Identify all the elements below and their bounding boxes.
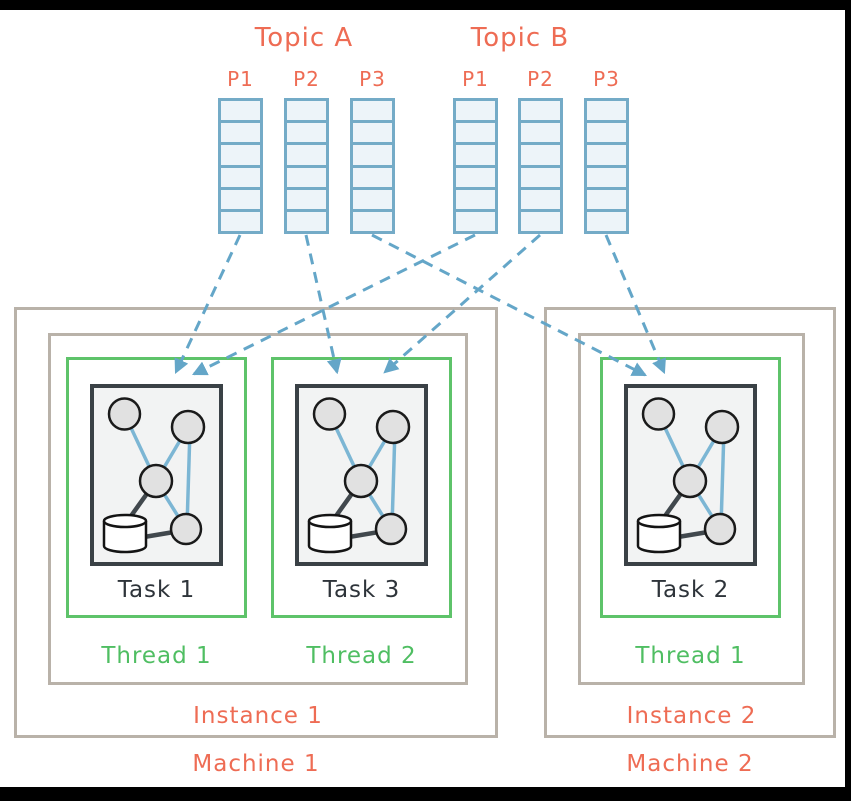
- task-3-label: Task 3: [322, 577, 401, 603]
- partition-cell: [521, 123, 560, 143]
- topic-a-partition-1-queue: [218, 98, 263, 234]
- partition-cell: [287, 145, 326, 165]
- partition-cell: [221, 145, 260, 165]
- machine-2-label: Machine 2: [626, 751, 754, 777]
- partition-cell: [587, 167, 626, 187]
- topic-a-title: Topic A: [254, 23, 354, 53]
- partition-cell: [521, 145, 560, 165]
- partition-cell: [287, 101, 326, 121]
- instance-2-box: [578, 333, 805, 685]
- partition-cell: [456, 145, 495, 165]
- partition-cell: [353, 145, 392, 165]
- partition-cell: [353, 101, 392, 121]
- partition-cell: [287, 211, 326, 232]
- machine-1-label: Machine 1: [192, 751, 320, 777]
- topic-a-partition-2-queue: [284, 98, 329, 234]
- partition-cell: [221, 123, 260, 143]
- partition-cell: [353, 167, 392, 187]
- instance-1-label: Instance 1: [193, 703, 323, 729]
- partition-cell: [587, 189, 626, 209]
- partition-cell: [221, 167, 260, 187]
- task-1-box: [90, 384, 223, 566]
- topic-b-partition-1-queue: [453, 98, 498, 234]
- partition-cell: [221, 101, 260, 121]
- topic-b-partition-3-label: P3: [593, 67, 620, 91]
- partition-cell: [456, 167, 495, 187]
- task-2-label: Task 2: [651, 577, 730, 603]
- partition-cell: [353, 123, 392, 143]
- machine1-thread-2-label: Thread 2: [306, 643, 417, 669]
- topic-b-title: Topic B: [470, 23, 570, 53]
- partition-cell: [456, 189, 495, 209]
- task-2-box: [624, 384, 757, 566]
- task-3-box: [295, 384, 428, 566]
- instance-2-label: Instance 2: [626, 703, 757, 729]
- partition-cell: [587, 211, 626, 232]
- machine1-thread-1-label: Thread 1: [101, 643, 212, 669]
- topic-a-partition-3-label: P3: [359, 67, 386, 91]
- partition-cell: [456, 123, 495, 143]
- partition-cell: [587, 123, 626, 143]
- task-1-label: Task 1: [117, 577, 196, 603]
- machine-2-box: [544, 307, 836, 738]
- topic-a-partition-1-label: P1: [227, 67, 254, 91]
- topic-b-partition-2-label: P2: [527, 67, 554, 91]
- topic-b-partition-2-queue: [518, 98, 563, 234]
- partition-cell: [287, 189, 326, 209]
- partition-cell: [587, 145, 626, 165]
- partition-cell: [521, 189, 560, 209]
- partition-cell: [587, 101, 626, 121]
- partition-cell: [353, 189, 392, 209]
- partition-cell: [521, 211, 560, 232]
- topic-b-partition-3-queue: [584, 98, 629, 234]
- partition-cell: [287, 167, 326, 187]
- machine1-thread-1-box: [66, 357, 247, 618]
- topic-a-partition-2-label: P2: [293, 67, 320, 91]
- machine2-thread-1-box: [600, 357, 781, 618]
- partition-cell: [287, 123, 326, 143]
- topic-a-partition-3-queue: [350, 98, 395, 234]
- partition-cell: [221, 211, 260, 232]
- topic-b-partition-1-label: P1: [462, 67, 489, 91]
- partition-cell: [521, 167, 560, 187]
- partition-cell: [221, 189, 260, 209]
- partition-cell: [521, 101, 560, 121]
- partition-cell: [353, 211, 392, 232]
- machine2-thread-1-label: Thread 1: [635, 643, 746, 669]
- partition-cell: [456, 101, 495, 121]
- partition-cell: [456, 211, 495, 232]
